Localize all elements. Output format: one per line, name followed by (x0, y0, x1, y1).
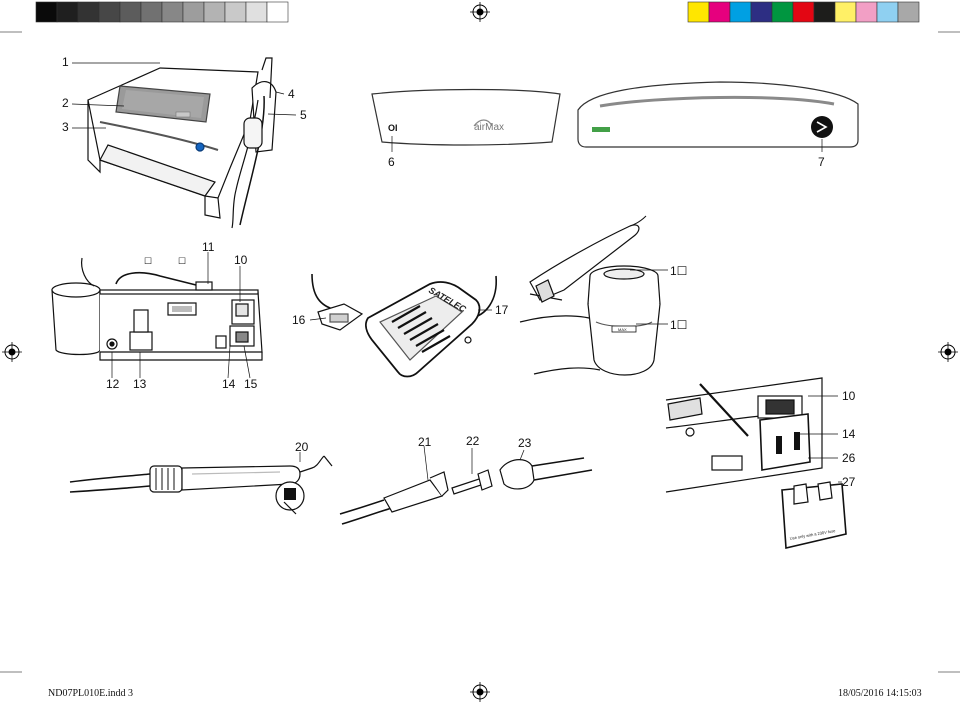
callout-2: 2 (62, 96, 69, 110)
nozzle-parts-illustration (339, 445, 593, 525)
gray-swatch-5 (140, 1, 163, 23)
registration-mark-right-icon (938, 342, 958, 362)
callout-18: 1☐ (670, 264, 687, 278)
front-panel-switch-illustration (371, 88, 561, 146)
color-swatch-8 (855, 1, 878, 23)
callout-7: 7 (818, 155, 825, 169)
callout-16: 16 (292, 313, 306, 327)
callout-12: 12 (106, 377, 120, 391)
power-symbol-label: OI (388, 123, 398, 133)
callout-11: 11 (202, 240, 215, 254)
color-swatch-1 (708, 1, 731, 23)
gray-swatch-0 (35, 1, 58, 23)
callout-19: 1☐ (670, 318, 687, 332)
callout-17: 17 (495, 303, 509, 317)
color-swatch-2 (729, 1, 752, 23)
color-swatch-9 (876, 1, 899, 23)
callout-3: 3 (62, 120, 69, 134)
callout-26: 26 (842, 451, 856, 465)
powder-jar-illustration (519, 215, 661, 376)
color-swatch-4 (771, 1, 794, 23)
callout-4: 4 (288, 87, 295, 101)
callout-14-right: 14 (842, 427, 856, 441)
footswitch-illustration (311, 273, 497, 378)
footer-timestamp: 18/05/2016 14:15:03 (838, 688, 922, 699)
rear-unit-illustration (51, 257, 263, 361)
callout-leaders-g (800, 395, 842, 483)
callout-10-right: 10 (842, 389, 856, 403)
gray-swatch-9 (224, 1, 247, 23)
color-swatch-7 (834, 1, 857, 23)
callout-22: 22 (466, 434, 480, 448)
callout-6: 6 (388, 155, 395, 169)
gray-calibration-bar (35, 1, 289, 23)
callout-10-top: 10 (234, 253, 248, 267)
color-swatch-10 (897, 1, 920, 23)
callout-14-mid: 14 (222, 377, 236, 391)
callout-27: 27 (842, 475, 856, 489)
color-swatch-0 (687, 1, 710, 23)
color-swatch-3 (750, 1, 773, 23)
max-level-label: MAX (618, 327, 627, 332)
gray-swatch-1 (56, 1, 79, 23)
registration-mark-left-icon (2, 342, 22, 362)
gray-swatch-2 (77, 1, 100, 23)
callout-21: 21 (418, 435, 432, 449)
registration-mark-bottom-icon (470, 682, 490, 702)
callout-20: 20 (295, 440, 309, 454)
callout-leaders-d (111, 252, 251, 379)
gray-swatch-11 (266, 1, 289, 23)
gray-swatch-4 (119, 1, 142, 23)
top-panel-illustration (577, 81, 859, 148)
callout-15: 15 (244, 377, 258, 391)
registration-mark-top-icon (470, 2, 490, 22)
color-swatch-5 (792, 1, 815, 23)
main-unit-illustration (87, 57, 277, 229)
callout-13: 13 (133, 377, 147, 391)
blank-square-mark-2: ☐ (178, 256, 186, 266)
crop-marks (0, 31, 960, 673)
callout-leaders-a (71, 62, 297, 129)
blank-square-mark-1: ☐ (144, 256, 152, 266)
footer-filename: ND07PL010E.indd 3 (48, 688, 133, 699)
handpiece-illustration (69, 452, 333, 515)
gray-swatch-7 (182, 1, 205, 23)
callout-23: 23 (518, 436, 532, 450)
color-calibration-bar (687, 1, 920, 23)
gray-swatch-10 (245, 1, 268, 23)
gray-swatch-6 (161, 1, 184, 23)
fuse-drawer-illustration (665, 377, 847, 549)
color-swatch-6 (813, 1, 836, 23)
callout-5: 5 (300, 108, 307, 122)
callout-1: 1 (62, 55, 69, 69)
gray-swatch-3 (98, 1, 121, 23)
gray-swatch-8 (203, 1, 226, 23)
airmax-logo: airMax (474, 122, 504, 133)
